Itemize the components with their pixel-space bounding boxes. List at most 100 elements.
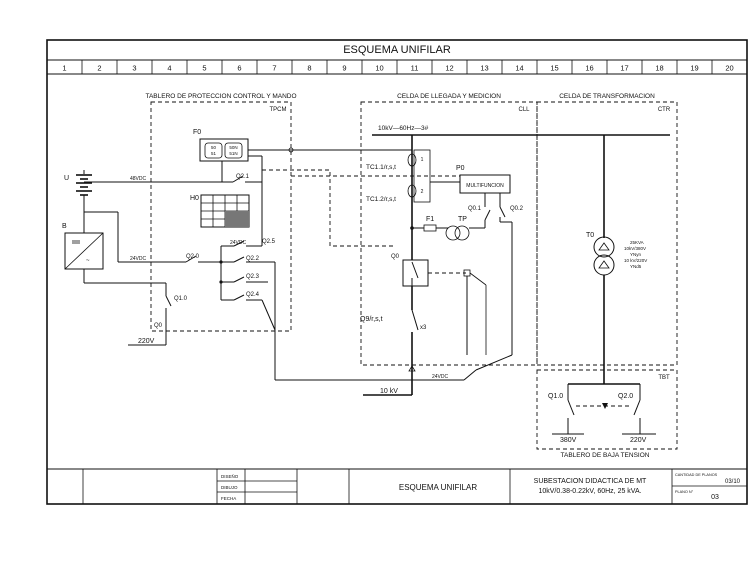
ct-tc11 — [407, 153, 417, 167]
ct-tc12 — [407, 184, 417, 198]
tb-plan-value: 03/10 — [725, 479, 741, 485]
disconnector-q9 — [411, 309, 419, 331]
battery-u-label: U — [64, 175, 69, 182]
q10-label: Q1.0 — [174, 296, 188, 302]
v24-label-c: 24VDC — [432, 374, 449, 380]
tpcm-enclosure — [150, 101, 292, 332]
sheet-title: ESQUEMA UNIFILAR — [343, 44, 451, 56]
tpcm-title: TABLERO DE PROTECCION CONTROL Y MANDO — [145, 93, 296, 100]
column-number: 8 — [307, 64, 311, 73]
column-number: 10 — [375, 64, 383, 73]
switch-q20 — [185, 255, 197, 263]
q24-label: Q2.4 — [246, 292, 260, 298]
column-number: 11 — [411, 64, 419, 73]
cll-title: CELDA DE LLEGADA Y MEDICION — [397, 93, 501, 100]
t-rating-1: 25KVA — [630, 240, 644, 245]
tp-label: TP — [458, 216, 467, 223]
f1-label: F1 — [426, 216, 434, 223]
t-rating-2: 10kV/380V — [624, 246, 646, 251]
tb-drawing-name: ESQUEMA UNIFILAR — [399, 483, 477, 492]
switch-q02 — [499, 206, 506, 218]
column-number: 2 — [97, 64, 101, 73]
sheet-border — [46, 39, 748, 505]
meter-p0-label: P0 — [456, 165, 465, 172]
switch-q21 — [232, 175, 244, 183]
v10kv-label: 10 kV — [380, 388, 398, 395]
tbt-q20-label: Q2.0 — [618, 393, 633, 400]
q21-label: Q2.1 — [236, 174, 250, 180]
tb-desc-1: SUBESTACION DIDACTICA DE MT — [534, 478, 647, 485]
t-rating-3: YNyn — [630, 252, 642, 257]
column-number: 7 — [272, 64, 276, 73]
column-number: 15 — [550, 64, 558, 73]
t-rating-4: 10 kV/220V — [624, 258, 647, 263]
tb-plano-value: 03 — [711, 494, 719, 501]
breaker-q0 — [402, 259, 429, 287]
t-rating-5: YNd5 — [630, 264, 642, 269]
column-number: 5 — [202, 64, 206, 73]
rectifier-icon — [64, 232, 104, 270]
tb-diseno: DISEÑO — [221, 473, 239, 479]
q0-breaker-label: Q0 — [391, 254, 400, 260]
vt-tp — [445, 225, 461, 241]
column-number: 20 — [725, 64, 733, 73]
relay-50-51 — [204, 142, 223, 159]
annunciator-h0-label: H0 — [190, 195, 199, 202]
q01-label: Q0.1 — [468, 206, 482, 212]
tbt-code: TBT — [658, 375, 670, 381]
tc-terminal-1: 1 — [421, 157, 424, 163]
relay-50-label: 50 — [211, 145, 217, 150]
bus-label: 10kV—60Hz—3# — [378, 125, 429, 132]
relay-50n-label: 50N — [229, 145, 237, 150]
tpcm-code: TPCM — [270, 107, 287, 113]
tc11-label: TC1.1/r,s,t — [366, 164, 396, 171]
q25-label: Q2.5 — [262, 239, 276, 245]
tc-terminal-2: 2 — [421, 189, 424, 195]
tb-plano-label: PLANO N° — [675, 490, 694, 494]
column-number: 18 — [655, 64, 663, 73]
ctr-code: CTR — [658, 107, 671, 113]
v24-label-b: 24VDC — [230, 240, 247, 246]
transformer-t0 — [593, 236, 615, 258]
tbt-q10-label: Q1.0 — [548, 393, 563, 400]
q23-label: Q2.3 — [246, 274, 260, 280]
tb-plan-label: CANTIDAD DE PLANOS — [675, 473, 718, 477]
column-number: 14 — [515, 64, 523, 73]
tbt-title: TABLERO DE BAJA TENSION — [561, 452, 650, 459]
relay-51-label: 51 — [211, 151, 217, 156]
svg-text:~: ~ — [86, 258, 90, 264]
relay-f0-label: F0 — [193, 129, 201, 136]
v220-label: 220V — [138, 338, 155, 345]
cll-code: CLL — [518, 107, 530, 113]
ctr-enclosure — [536, 101, 678, 366]
switch-q01 — [484, 209, 491, 221]
multifunction-label: MULTIFUNCION — [466, 183, 504, 189]
q0-tpcm-label: Q0 — [154, 323, 163, 329]
relay-51n-label: 51N — [229, 151, 237, 156]
q02-label: Q0.2 — [510, 206, 524, 212]
lv-breaker-q10 — [567, 399, 575, 416]
ctr-title: CELDA DE TRANSFORMACION — [559, 93, 655, 100]
v48-label: 48VDC — [130, 176, 147, 182]
rectifier-b-label: B — [62, 223, 67, 230]
title-block — [47, 468, 747, 504]
q9-label: Q9/r,s,t — [360, 316, 383, 323]
v24-label-a: 24VDC — [130, 256, 147, 262]
column-number: 13 — [480, 64, 488, 73]
column-number: 16 — [585, 64, 593, 73]
tb-fecha: FECHA — [221, 496, 236, 501]
tb-dibujo: DIBUJO — [221, 485, 238, 490]
q22-label: Q2.2 — [246, 256, 260, 262]
column-number: 9 — [342, 64, 346, 73]
v380-label: 380V — [560, 437, 577, 444]
tc12-label: TC1.2/r,s,t — [366, 196, 396, 203]
cll-enclosure — [360, 101, 538, 366]
tb-desc-2: 10kV/0.38-0.22kV, 60Hz, 25 kVA. — [538, 488, 641, 495]
column-number: 4 — [167, 64, 171, 73]
column-number: 19 — [690, 64, 698, 73]
annunciator-h0 — [200, 194, 250, 228]
q20-label: Q2.0 — [186, 254, 200, 260]
switch-q10 — [165, 295, 172, 307]
